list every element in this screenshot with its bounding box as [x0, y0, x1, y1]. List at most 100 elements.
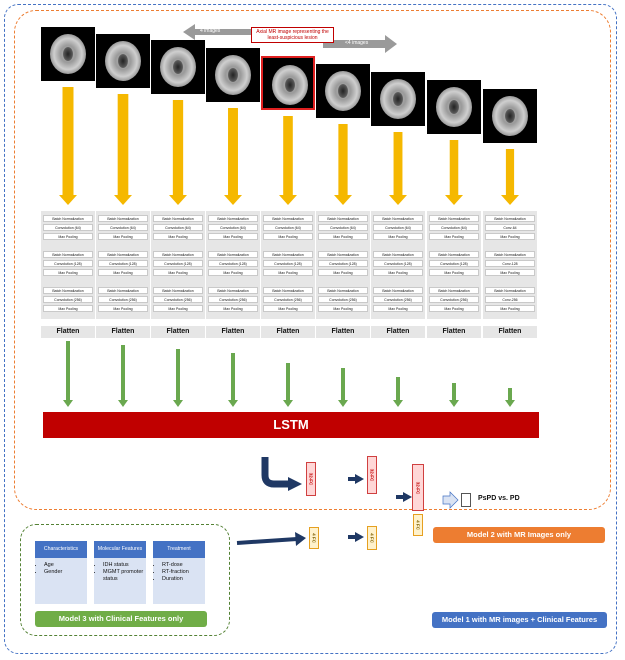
- clinical-title: Characteristics: [35, 541, 87, 558]
- model2-label: Model 2 with MR Images only: [433, 527, 605, 543]
- model1-label: Model 1 with MR images + Clinical Featur…: [432, 612, 607, 628]
- mri-image: [41, 27, 95, 81]
- cnn-layer: Max Pooling: [208, 269, 258, 276]
- fc32-block-2: 32-FC: [367, 456, 377, 494]
- cnn-layer: Max Pooling: [263, 305, 313, 312]
- cnn-layer: Max Pooling: [208, 233, 258, 240]
- cnn-layer: Batch Normalization: [263, 251, 313, 258]
- cnn-layer: Max Pooling: [98, 305, 148, 312]
- cnn-layer: Convolution (128): [43, 260, 93, 267]
- cnn-layer: Conv-256: [485, 296, 535, 303]
- lstm-input-arrow-shaft: [121, 345, 125, 401]
- lstm-to-fc-arrow: [261, 457, 290, 488]
- right-arrow-shape: [323, 35, 397, 53]
- cnn-layer: Batch Normalization: [429, 251, 479, 258]
- cnn-layer: Max Pooling: [318, 305, 368, 312]
- cnn-layer: Convolution (256): [98, 296, 148, 303]
- model1-frame: [4, 4, 617, 654]
- clinical-box-characteristics: Characteristics AgeGender: [35, 541, 87, 604]
- cnn-input-arrow-head: [59, 195, 77, 205]
- cnn-layer: Max Pooling: [429, 305, 479, 312]
- cnn-input-arrow-shaft: [283, 116, 293, 196]
- fc4-block-3: 4 FC: [413, 514, 423, 536]
- mri-image: [427, 80, 481, 134]
- cnn-layer: Max Pooling: [43, 233, 93, 240]
- lstm-input-arrow-shaft: [452, 383, 456, 401]
- cnn-input-arrow-shaft: [505, 149, 515, 196]
- lstm-input-arrow-head: [283, 400, 293, 407]
- cnn-layer: Batch Normalization: [98, 287, 148, 294]
- lstm-input-arrow-shaft: [66, 341, 70, 401]
- cnn-layer: Batch Normalization: [429, 215, 479, 222]
- clinical-title: Molecular Features: [94, 541, 146, 558]
- cnn-layer: Max Pooling: [429, 233, 479, 240]
- cnn-layer: Batch Normalization: [153, 287, 203, 294]
- lstm-input-arrow-head: [63, 400, 73, 407]
- cnn-input-arrow-head: [279, 195, 297, 205]
- lstm-input-arrow-shaft: [396, 377, 400, 401]
- cnn-layer: Batch Normalization: [153, 215, 203, 222]
- cnn-input-arrows: [59, 87, 519, 205]
- cnn-layer: Max Pooling: [485, 269, 535, 276]
- cnn-input-arrow-head: [169, 195, 187, 205]
- cnn-layer: Max Pooling: [263, 269, 313, 276]
- cnn-layer: Batch Normalization: [263, 215, 313, 222]
- cnn-layer: Convolution (256): [429, 296, 479, 303]
- right-arrow-label: <4 images: [345, 40, 369, 46]
- least-suspicious-callout: Axial MR image representing the least-su…: [251, 27, 334, 43]
- brain-slice: [272, 65, 308, 105]
- lstm-input-arrow-shaft: [508, 388, 512, 401]
- cnn-layer: Convolution (256): [318, 296, 368, 303]
- cnn-layer: Max Pooling: [208, 305, 258, 312]
- cnn-layer: Convolution (64): [43, 224, 93, 231]
- cnn-layer: Max Pooling: [429, 269, 479, 276]
- mri-image-least-suspicious: [261, 56, 315, 110]
- cnn-layer: Max Pooling: [153, 269, 203, 276]
- flatten-layer: Flatten: [427, 326, 481, 338]
- lstm-input-arrow-head: [449, 400, 459, 407]
- cnn-layer: Batch Normalization: [208, 215, 258, 222]
- cnn-layer: Max Pooling: [153, 305, 203, 312]
- output-document-icon: [461, 493, 471, 507]
- cnn-layer: Batch Normalization: [98, 215, 148, 222]
- lstm-input-arrow-shaft: [231, 353, 235, 401]
- cnn-layer: Convolution (128): [153, 260, 203, 267]
- cnn-layer: Max Pooling: [373, 233, 423, 240]
- image-count-arrows: [183, 24, 397, 53]
- left-arrow-shape: [183, 24, 257, 40]
- cnn-layer: Convolution (64): [208, 224, 258, 231]
- cnn-layer: Convolution (256): [263, 296, 313, 303]
- cnn-input-arrow-head: [501, 195, 519, 205]
- output-label: PsPD vs. PD: [478, 495, 520, 502]
- output-arrow: [442, 491, 459, 509]
- flatten-layer: Flatten: [96, 326, 150, 338]
- brain-slice: [380, 79, 416, 119]
- model3-label: Model 3 with Clinical Features only: [35, 611, 207, 627]
- brain-slice: [215, 55, 251, 95]
- cnn-input-arrow-head: [224, 195, 242, 205]
- cnn-layer: Max Pooling: [485, 305, 535, 312]
- cnn-input-arrow-shaft: [62, 87, 74, 196]
- flatten-layer: Flatten: [261, 326, 315, 338]
- mri-image: [206, 48, 260, 102]
- cnn-layer: Batch Normalization: [485, 215, 535, 222]
- fc32-block-3: 32-FC: [412, 464, 424, 511]
- cnn-layer: Batch Normalization: [318, 287, 368, 294]
- cnn-input-arrow-head: [389, 195, 407, 205]
- brain-slice: [325, 71, 361, 111]
- cnn-layer: Batch Normalization: [263, 287, 313, 294]
- cnn-layer: Convolution (128): [98, 260, 148, 267]
- lstm-input-arrow-head: [228, 400, 238, 407]
- cnn-input-arrow-shaft: [338, 124, 348, 196]
- cnn-layer: Max Pooling: [153, 233, 203, 240]
- cnn-layer: Convolution (64): [318, 224, 368, 231]
- flatten-layer: Flatten: [371, 326, 425, 338]
- lstm-block: LSTM: [43, 412, 539, 438]
- cnn-layer: Conv-128: [485, 260, 535, 267]
- lstm-input-arrow-head: [393, 400, 403, 407]
- lstm-input-arrow-head: [173, 400, 183, 407]
- cnn-layer: Convolution (64): [153, 224, 203, 231]
